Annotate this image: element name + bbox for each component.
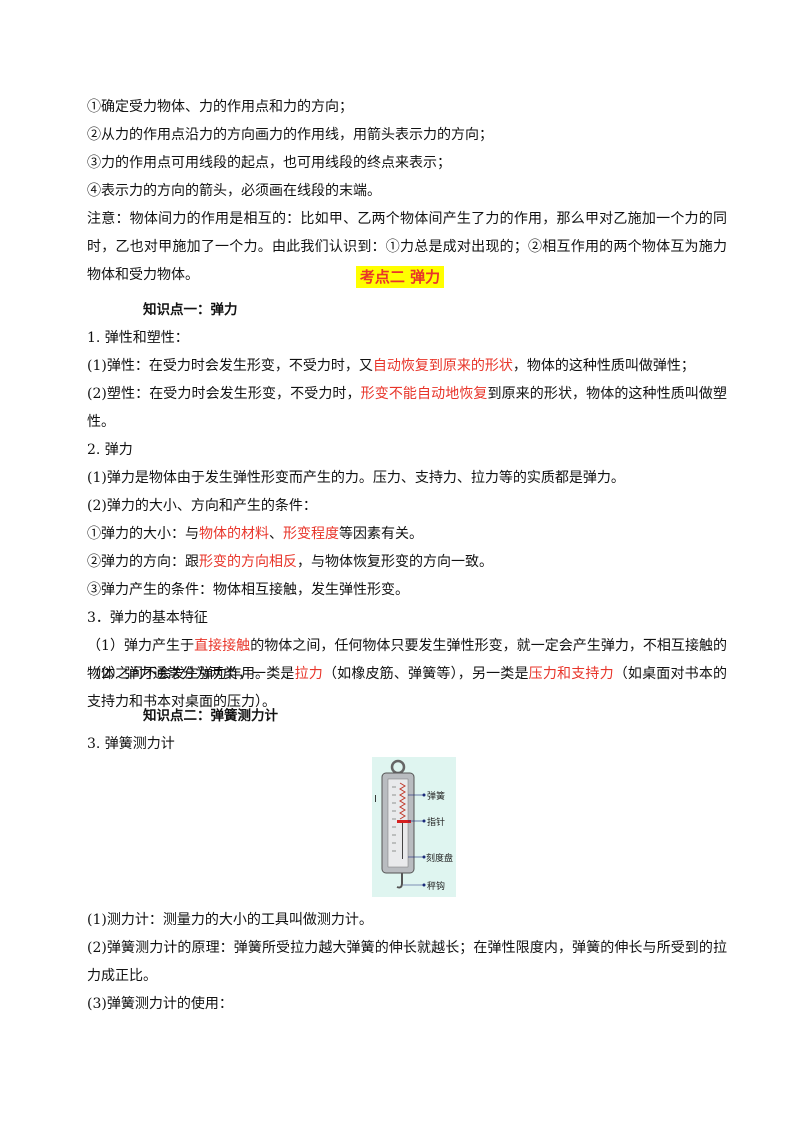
step-4: ④表示力的方向的箭头，必须画在线段的末端。 [87, 183, 381, 199]
feature-2-text: （2）弹力通常分为两类，一类是 [87, 666, 295, 682]
step-1: ①确定受力物体、力的作用点和力的方向； [87, 99, 353, 115]
svg-text:I: I [374, 794, 377, 805]
section-title: 考点二 弹力 [355, 266, 445, 288]
feature-2-content: （2）弹力通常分为两类，一类是拉力（如橡皮筋、弹簧等），另一类是压力和支持力（如… [87, 660, 727, 716]
feature-2-text-mid: （如橡皮筋、弹簧等），另一类是 [322, 666, 529, 682]
section-heading: 考点二 弹力 [0, 266, 800, 288]
force-direction-text: ②弹力的方向：跟 [87, 554, 199, 570]
feature-2-emphasis-pressure: 压力和支持力 [528, 666, 614, 682]
label-pointer: 指针 [427, 818, 446, 828]
heading-elastic-force: 2. 弹力 [87, 442, 133, 458]
plasticity-paragraph: (2)塑性：在受力时会发生形变，不受力时，形变不能自动地恢复到原来的形状，物体的… [87, 380, 727, 436]
force-size-emphasis-material: 物体的材料 [199, 526, 269, 542]
spring-scale-figure: I 弹簧 指针 刻度盘 秤钩 [372, 757, 456, 897]
label-spring: 弹簧 [427, 792, 446, 802]
elasticity-emphasis: 自动恢复到原来的形状 [372, 358, 513, 374]
step-2: ②从力的作用点沿力的方向画力的作用线，用箭头表示力的方向； [87, 127, 493, 143]
note-paragraph: 注意：物体间力的作用是相互的：比如甲、乙两个物体间产生了力的作用，那么甲对乙施加… [87, 211, 727, 283]
elastic-force-definition: (1)弹力是物体由于发生弹性形变而产生的力。压力、支持力、拉力等的实质都是弹力。 [87, 470, 625, 486]
elasticity-text-end: ，物体的这种性质叫做弹性； [512, 358, 695, 374]
spring-scale-principle: (2)弹簧测力计的原理：弹簧所受拉力越大弹簧的伸长就越长；在弹性限度内，弹簧的伸… [87, 940, 727, 984]
force-size-emphasis-deformation: 形变程度 [283, 526, 339, 542]
feature-2-text-end: （如桌面对书本的支持力和书本对桌面的压力）。 [87, 666, 728, 710]
feature-1-emphasis: 直接接触 [194, 638, 251, 654]
force-size-line: ①弹力的大小：与物体的材料、形变程度等因素有关。 [87, 520, 727, 548]
plasticity-text: (2)塑性：在受力时会发生形变，不受力时， [87, 386, 361, 402]
force-size-text: ①弹力的大小：与 [87, 526, 199, 542]
force-direction-emphasis: 形变的方向相反 [199, 554, 297, 570]
step-3: ③力的作用点可用线段的起点，也可用线段的终点来表示； [87, 155, 451, 171]
heading-elastic-plastic: 1. 弹性和塑性： [87, 330, 189, 346]
knowledge-point-1-title: 知识点一：弹力 [143, 302, 238, 318]
heading-basic-features: 3．弹力的基本特征 [87, 610, 208, 626]
label-hook: 秤钩 [427, 882, 446, 892]
feature-1-text: （1）弹力产生于 [87, 638, 195, 654]
force-direction-text-end: ，与物体恢复形变的方向一致。 [297, 554, 493, 570]
force-direction-line: ②弹力的方向：跟形变的方向相反，与物体恢复形变的方向一致。 [87, 548, 727, 576]
force-generation-line: ③弹力产生的条件：物体相互接触，发生弹性形变。 [87, 582, 409, 598]
elasticity-text: (1)弹性：在受力时会发生形变，不受力时，又 [87, 358, 373, 374]
dynamometer-definition: (1)测力计：测量力的大小的工具叫做测力计。 [87, 912, 373, 928]
label-scale: 刻度盘 [426, 854, 454, 864]
plasticity-emphasis: 形变不能自动地恢复 [360, 386, 488, 402]
knowledge-point-2-title: 知识点二：弹簧测力计 [143, 708, 278, 724]
feature-1-text-end: 的物体之间，任何物体只要发生弹性形变，就一定会产生弹力，不相互接触的物体之间不会… [87, 638, 728, 682]
force-size-text-end: 等因素有关。 [339, 526, 423, 542]
elasticity-line: (1)弹性：在受力时会发生形变，不受力时，又自动恢复到原来的形状，物体的这种性质… [87, 352, 727, 380]
plasticity-text-end: 到原来的形状，物体的这种性质叫做塑性。 [87, 386, 727, 430]
spring-scale-usage: (3)弹簧测力计的使用： [87, 996, 233, 1012]
conditions-title: (2)弹力的大小、方向和产生的条件： [87, 498, 317, 514]
feature-2-emphasis-tension: 拉力 [294, 666, 323, 682]
heading-spring-scale: 3. 弹簧测力计 [87, 736, 175, 752]
force-size-separator: 、 [269, 526, 283, 542]
spring-scale-illustration: I [374, 759, 426, 889]
feature-1-paragraph: （1）弹力产生于直接接触的物体之间，任何物体只要发生弹性形变，就一定会产生弹力，… [87, 632, 727, 688]
